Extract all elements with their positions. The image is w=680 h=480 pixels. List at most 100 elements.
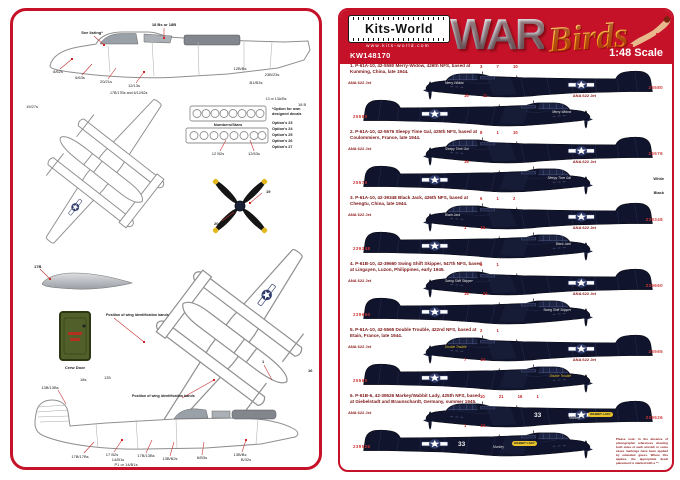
profile-port: 1 24 33 Markey WABBIT LADY 239526 bbox=[344, 423, 596, 463]
callout: 18 B bbox=[298, 102, 307, 107]
callout-labels: 18 Bs or 18B See listing* 8/62s 6/63s 20… bbox=[26, 22, 313, 467]
plan-view-upper-drawing bbox=[14, 67, 203, 276]
callout: 135 bbox=[104, 375, 111, 380]
options-note-line1: *Option for own bbox=[272, 107, 301, 111]
fuselage-number: 33 bbox=[458, 441, 466, 448]
tail-tip-color-label-black: Black bbox=[653, 190, 664, 195]
tail-serial: 239660 bbox=[353, 312, 371, 317]
tail-serial: 25565 bbox=[648, 349, 663, 354]
cowl-strip-drawings bbox=[185, 105, 269, 144]
tail-serial: 239660 bbox=[645, 283, 663, 288]
tail-serial: 239348 bbox=[645, 217, 663, 222]
placement-line-art: 18 Bs or 18B See listing* 8/62s 6/63s 20… bbox=[14, 22, 320, 468]
profile-starboard: 5 1 ANA 622 Jet Swing Shift Skipper 2396… bbox=[348, 262, 672, 302]
option-item: Option's 26 bbox=[272, 139, 293, 143]
nose-art-text: Swing Shift Skipper bbox=[543, 308, 571, 312]
tail-serial: 25576 bbox=[648, 151, 663, 156]
callout: 14/B1s bbox=[112, 457, 124, 462]
crew-name-text: Markey bbox=[569, 416, 581, 420]
callout: 18s bbox=[80, 377, 86, 382]
subject-caption: 5. P-61A-10, 42-5565 Double Trouble, 422… bbox=[350, 327, 477, 338]
decal-callout-numbers: 10 21 16 1 bbox=[480, 394, 539, 399]
profile-starboard: 10 21 16 1 ANA 622 Jet 33 Markey WABBIT … bbox=[348, 394, 672, 434]
decal-position-dots bbox=[49, 37, 251, 441]
profile-starboard: 8 1 10 ANA 622 Jet Sleepy Time Gal 25576 bbox=[348, 130, 672, 170]
profile-subject-4: 4. P-61B-10, 42-39660 Swing Shift Skippe… bbox=[340, 260, 672, 326]
callout: 18 Bs or 18B bbox=[152, 22, 176, 27]
callout: 17 B2s bbox=[106, 452, 118, 457]
profiles-page: Kits-World www.kits-world.com KW148170 W… bbox=[338, 8, 674, 472]
decal-callout-numbers: 16 24 bbox=[464, 291, 488, 296]
callout: Numbers/Stars bbox=[214, 122, 243, 127]
subject-caption: 4. P-61B-10, 42-39660 Swing Shift Skippe… bbox=[350, 261, 482, 272]
nose-art-text: Sleepy Time Gal bbox=[547, 176, 571, 180]
subject-caption: 6. P-61B-6, 42-39526 Markey/Wabbit Lady,… bbox=[350, 393, 481, 404]
product-code: KW148170 bbox=[350, 51, 391, 60]
callout: B/32s bbox=[241, 457, 251, 462]
decal-callout-numbers: 5 1 bbox=[480, 262, 499, 267]
war-logo-text: WAR bbox=[450, 10, 547, 59]
profile-subject-2: 2. P-61A-10, 42-5576 Sleepy Time Gal, 42… bbox=[340, 128, 672, 195]
profile-port: 1 16 ANA 622 Jet Black Jack 239348 bbox=[344, 225, 596, 265]
paint-label: ANA 622 Jet bbox=[572, 291, 596, 296]
callout: 17B/17Bs and 6/12/62s bbox=[110, 91, 148, 95]
subject-caption: 2. P-61A-10, 42-5576 Sleepy Time Gal, 42… bbox=[350, 129, 478, 140]
nose-art-text: Sleepy Time Gal bbox=[445, 147, 469, 151]
tail-serial: 239348 bbox=[353, 246, 371, 251]
paint-label: ANA 622 Jet bbox=[348, 344, 372, 349]
callout: B1/B3s bbox=[250, 80, 263, 85]
nose-art-text: Double Trouble bbox=[549, 374, 571, 378]
callout: 16 bbox=[308, 368, 313, 373]
fuselage-number: 33 bbox=[534, 412, 542, 419]
decal-callout-numbers: 1 24 bbox=[464, 423, 486, 428]
decal-callout-numbers: 7 24 bbox=[464, 357, 486, 362]
airfoil-drawing bbox=[41, 272, 134, 290]
callout: 12/63s bbox=[248, 151, 260, 156]
crew-name-text: Markey bbox=[493, 445, 505, 449]
footnote-text: Please note: In the absence of photograp… bbox=[616, 437, 668, 466]
tail-serial: 25580 bbox=[648, 85, 663, 90]
tail-tip-color-label-white: White bbox=[653, 176, 664, 181]
profile-subject-1: 1. P-61A-10, 42-5580 Merry-Widow, 426th … bbox=[340, 62, 672, 128]
paint-label: ANA 622 Jet bbox=[348, 278, 372, 283]
brand-name: Kits-World bbox=[365, 22, 433, 36]
scale-label: 1:48 Scale bbox=[609, 47, 663, 59]
nose-art-text: Black Jack bbox=[555, 242, 571, 246]
leader-lines bbox=[39, 28, 273, 457]
profile-starboard: 2 1 ANA 622 Jet Double Trouble 25565 bbox=[348, 328, 672, 368]
wing-band-note: Position of wing identification bands bbox=[132, 394, 195, 398]
wabbit-lady-badge: WABBIT LADY bbox=[512, 441, 537, 446]
profile-starboard: 6 1 2 ANA 622 Jet Black Jack 239348 bbox=[348, 196, 672, 236]
paint-label: ANA 622 Jet bbox=[348, 146, 372, 151]
nose-art-text: Swing Shift Skipper bbox=[445, 279, 473, 283]
tail-serial: 25580 bbox=[353, 114, 368, 119]
option-item: Option's 25 bbox=[272, 133, 293, 137]
option-item: Option's 27 bbox=[272, 145, 293, 149]
crew-door-label: Crew Door bbox=[65, 365, 86, 370]
callout: 19 bbox=[266, 189, 271, 194]
profile-subject-5: 5. P-61A-10, 42-5565 Double Trouble, 422… bbox=[340, 326, 672, 392]
callout: 13B/13Bs bbox=[41, 385, 58, 390]
callout: See listing* bbox=[81, 30, 103, 35]
profile-port: 16 ANA 622 Jet Sleepy Time Gal 25576 bbox=[344, 159, 596, 199]
subject-caption: 3. P-61A-10, 42-39348 Black Jack, 426th … bbox=[350, 195, 468, 206]
paint-label: ANA 622 Jet bbox=[572, 93, 596, 98]
decal-callout-numbers: 3 7 10 bbox=[480, 64, 518, 69]
callout: 23B/23s bbox=[265, 72, 280, 77]
tail-serial: 239526 bbox=[353, 444, 371, 449]
paint-label: ANA 622 Jet bbox=[348, 80, 372, 85]
tail-serial: 25576 bbox=[353, 180, 368, 185]
callout: 13 or 13A/Bs bbox=[266, 97, 287, 101]
profile-subject-6: 6. P-61B-6, 42-39526 Markey/Wabbit Lady,… bbox=[340, 392, 672, 458]
option-item: Option's 23 bbox=[272, 121, 293, 125]
decal-callout-numbers: 2 1 bbox=[480, 328, 499, 333]
profile-port: 16 11 ANA 622 Jet Merry-Widow 25580 bbox=[344, 93, 596, 133]
profile-port: 7 24 ANA 622 Jet Double Trouble 25565 bbox=[344, 357, 596, 397]
option-item: Option's 24 bbox=[272, 127, 293, 131]
header-banner: Kits-World www.kits-world.com KW148170 W… bbox=[340, 10, 672, 64]
paint-label: ANA 622 Jet bbox=[348, 410, 372, 415]
callout: 12 B2s bbox=[212, 151, 224, 156]
side-view-bottom-drawing bbox=[34, 399, 299, 450]
wabbit-lady-badge: WABBIT LADY bbox=[588, 412, 613, 417]
callout: 1 bbox=[262, 359, 265, 364]
